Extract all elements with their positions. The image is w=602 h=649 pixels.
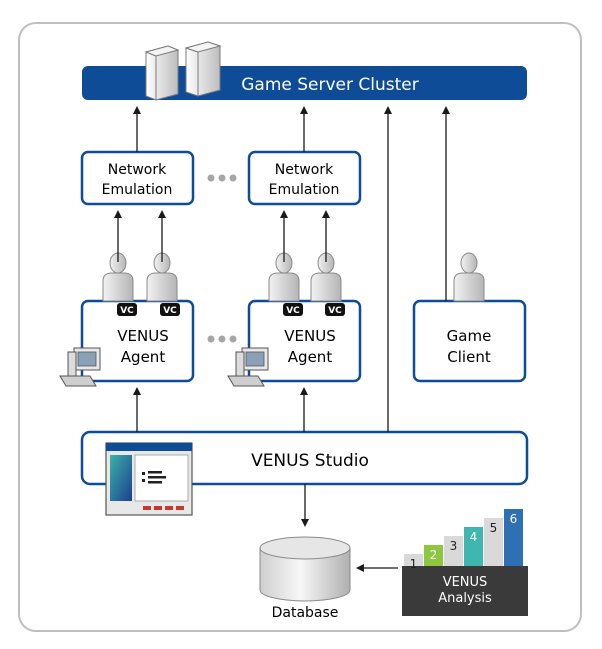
venus-agent-label-line1: VENUS xyxy=(117,327,168,345)
network-emulation-label-line1: Network xyxy=(275,162,334,178)
analysis-step-5 xyxy=(484,518,503,568)
svg-text:VC: VC xyxy=(163,306,177,316)
vc-badge: VC xyxy=(160,303,180,316)
svg-text:VC: VC xyxy=(120,306,134,316)
network-emulation-label-line2: Emulation xyxy=(269,182,340,198)
connector-arrows xyxy=(114,106,450,572)
ellipsis-dots xyxy=(207,174,237,182)
game-client-label-line2: Client xyxy=(447,348,491,366)
analysis-step-label-6: 6 xyxy=(510,512,518,526)
analysis-step-2 xyxy=(424,545,443,568)
server-cluster-label: Game Server Cluster xyxy=(241,75,419,95)
database-icon xyxy=(259,536,351,602)
analysis-step-label-5: 5 xyxy=(490,521,498,535)
studio-window-icon xyxy=(105,442,193,516)
network-emulation-box-1: Network Emulation xyxy=(80,150,195,206)
analysis-step-4 xyxy=(464,527,483,568)
venus-studio-label: VENUS Studio xyxy=(251,451,369,471)
vc-badge: VC xyxy=(283,303,303,316)
analysis-step-label-4: 4 xyxy=(470,530,478,544)
diagram-frame xyxy=(18,22,582,632)
network-emulation-label-line1: Network xyxy=(108,162,167,178)
venus-agent-label-line2: Agent xyxy=(121,348,166,366)
analysis-step-3 xyxy=(444,536,463,568)
vc-badge: VC xyxy=(325,303,345,316)
analysis-label-line2: Analysis xyxy=(438,591,492,606)
analysis-step-1 xyxy=(404,554,423,568)
svg-text:VC: VC xyxy=(328,306,342,316)
vc-badge: VC xyxy=(117,303,137,316)
analysis-step-label-3: 3 xyxy=(450,539,458,553)
game-client-box: Game Client xyxy=(412,299,527,383)
server-icon xyxy=(144,45,180,101)
game-client-label-line1: Game xyxy=(447,327,492,345)
ellipsis-dots xyxy=(207,335,237,343)
analysis-step-label-2: 2 xyxy=(430,548,438,562)
venus-agent-label-line2: Agent xyxy=(288,348,333,366)
user-icon xyxy=(453,252,485,302)
network-emulation-label-line2: Emulation xyxy=(102,182,173,198)
server-icon xyxy=(184,41,222,97)
analysis-step-label-1: 1 xyxy=(410,557,418,571)
database-label: Database xyxy=(272,605,339,621)
analysis-base xyxy=(402,566,528,616)
analysis-label-line1: VENUS xyxy=(443,575,488,590)
network-emulation-box-2: Network Emulation xyxy=(247,150,362,206)
analysis-step-6 xyxy=(504,509,523,568)
svg-text:VC: VC xyxy=(286,306,300,316)
venus-agent-box-2: VENUS Agent xyxy=(247,299,362,383)
venus-agent-label-line1: VENUS xyxy=(284,327,335,345)
venus-agent-box-1: VENUS Agent xyxy=(80,299,195,383)
